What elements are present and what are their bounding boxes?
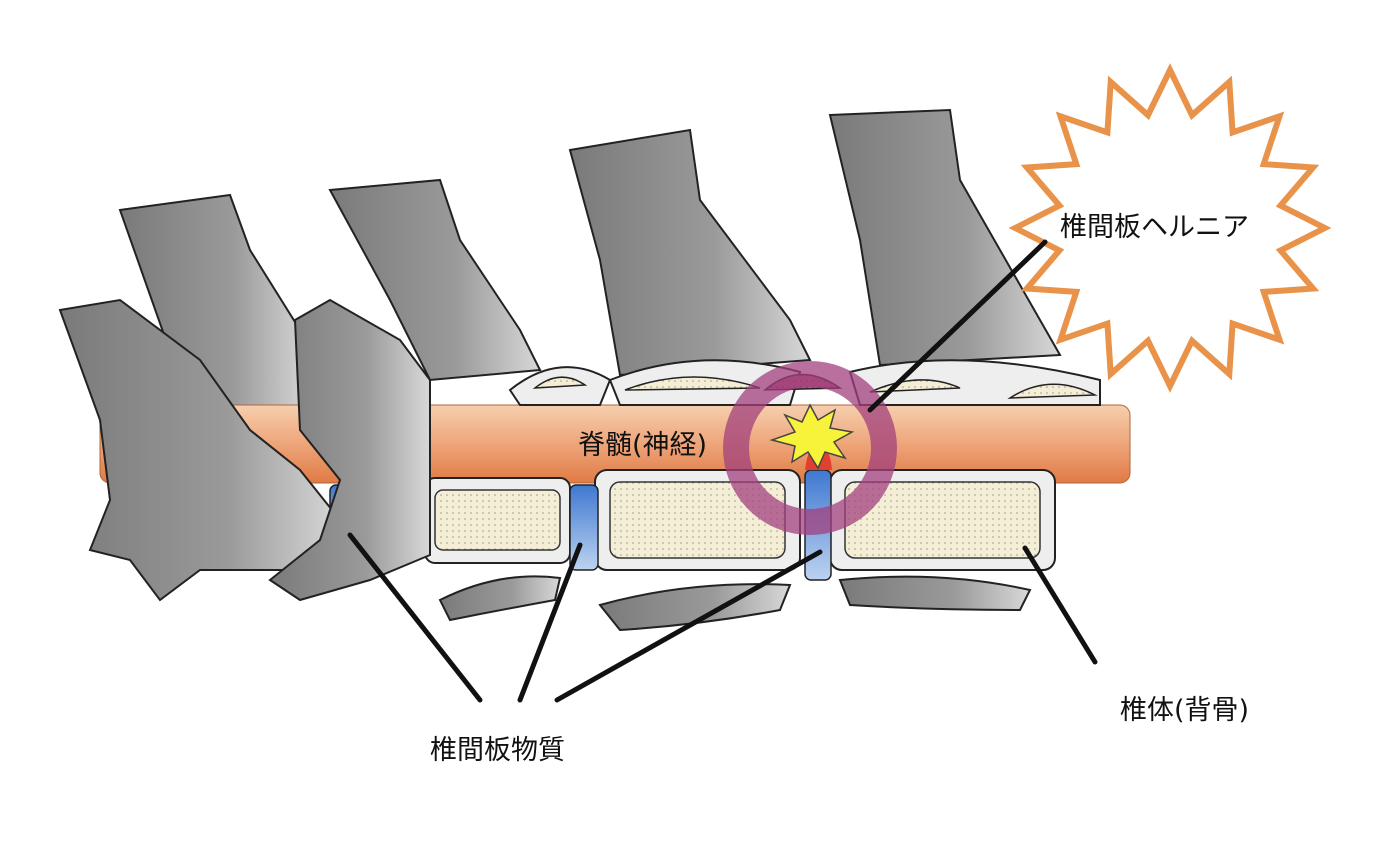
- label-spinal-cord: 脊髄(神経): [578, 430, 708, 461]
- label-disc-material: 椎間板物質: [430, 735, 565, 766]
- leader-disc-3: [554, 549, 823, 703]
- leader-herniation: [867, 239, 1048, 413]
- impact-burst-icon: [769, 403, 855, 470]
- spinous-process-4: [828, 108, 1062, 367]
- leader-disc-2: [517, 542, 583, 703]
- spinous-process-3: [568, 128, 812, 377]
- starburst-callout: [1008, 63, 1332, 393]
- label-vertebral-body: 椎体(背骨): [1120, 695, 1250, 726]
- left-vertebra-2: [268, 298, 431, 602]
- leader-vertebral-body: [1022, 545, 1098, 665]
- left-vertebra-1: [58, 298, 342, 602]
- vertebral-body-1: [434, 489, 561, 551]
- herniation-ring: [723, 361, 897, 535]
- label-herniation: 椎間板ヘルニア: [1060, 212, 1249, 243]
- spinous-process-2: [328, 178, 542, 382]
- leader-disc-1: [347, 532, 483, 703]
